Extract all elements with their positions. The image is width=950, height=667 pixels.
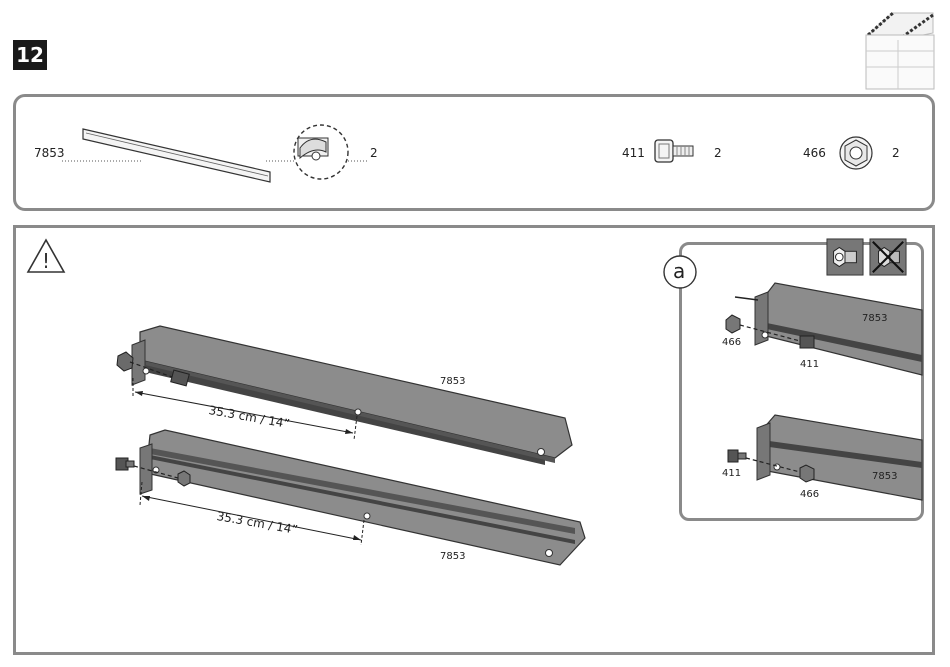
parts-list-panel [13, 94, 935, 211]
step-number: 12 [13, 40, 47, 70]
part-qty-7853: 2 [370, 146, 378, 160]
part-qty-411: 2 [714, 146, 722, 160]
detail-upper-bolt-label: 411 [800, 359, 819, 370]
rail-upper-label: 7853 [440, 376, 465, 387]
detail-lower-rail-label: 7853 [872, 471, 897, 482]
nut-bolt-correct-icon [826, 238, 864, 276]
warning-icon: ! [26, 238, 66, 274]
svg-text:!: ! [42, 249, 50, 273]
part-id-7853: 7853 [34, 146, 65, 160]
shed-thumbnail-icon [858, 5, 938, 91]
part-id-466: 466 [803, 146, 826, 160]
detail-lower-nut-label: 466 [800, 489, 819, 500]
detail-letter: a [673, 259, 685, 283]
part-qty-466: 2 [892, 146, 900, 160]
detail-upper-rail-label: 7853 [862, 313, 887, 324]
nut-icon [836, 133, 876, 173]
nut-bolt-wrong-icon [869, 238, 907, 276]
bolt-icon [652, 137, 702, 167]
detail-upper-nut-label: 466 [722, 337, 741, 348]
detail-lower-bolt-label: 411 [722, 468, 741, 479]
part-id-411: 411 [622, 146, 645, 160]
rail-lower-label: 7853 [440, 551, 465, 562]
